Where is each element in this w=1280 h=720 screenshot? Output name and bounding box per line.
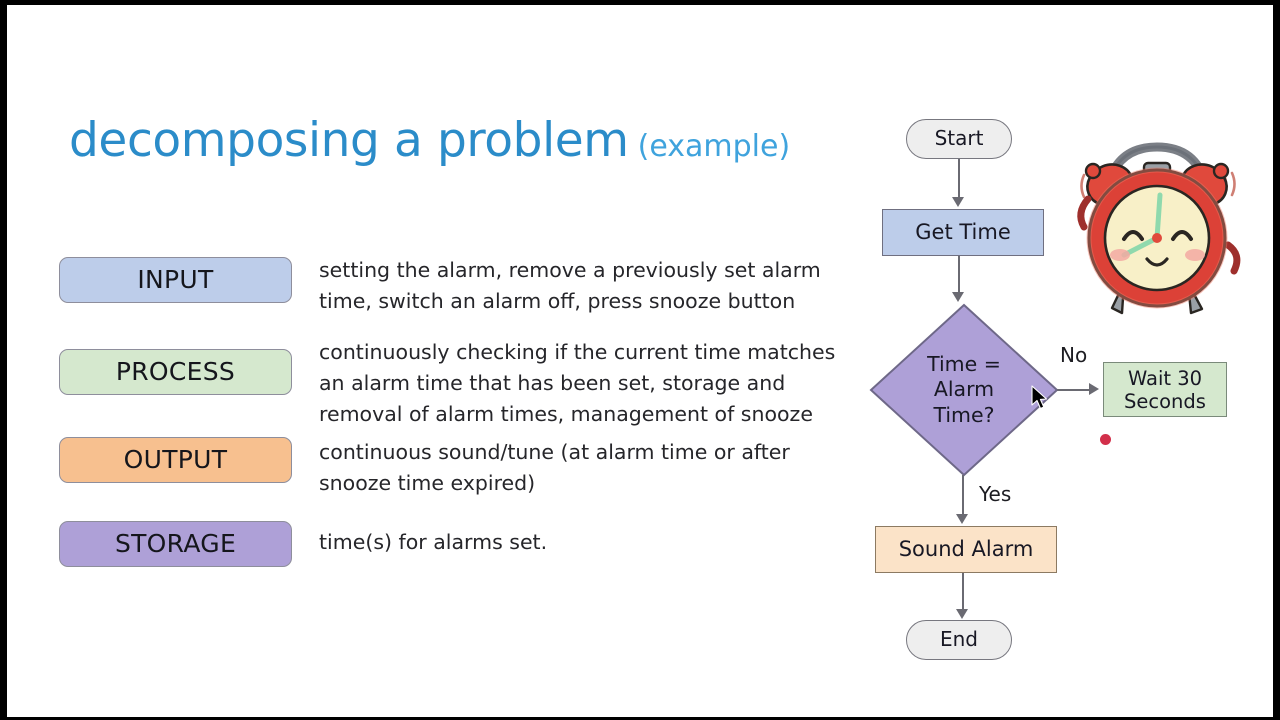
category-row-storage: STORAGE time(s) for alarms set.: [59, 521, 547, 567]
connector-soundalarm-to-end: [962, 573, 964, 611]
arrowhead-gettime-to-decision: [952, 292, 964, 302]
arrowhead-decision-to-wait: [1089, 383, 1099, 395]
category-chip-process[interactable]: PROCESS: [59, 349, 292, 395]
category-chip-input[interactable]: INPUT: [59, 257, 292, 303]
click-indicator-dot: [1100, 434, 1111, 445]
category-row-output: OUTPUT continuous sound/tune (at alarm t…: [59, 437, 790, 495]
arrowhead-decision-to-soundalarm: [956, 514, 968, 524]
category-chip-storage[interactable]: STORAGE: [59, 521, 292, 567]
category-chip-output[interactable]: OUTPUT: [59, 437, 292, 483]
connector-gettime-to-decision: [958, 256, 960, 294]
category-description-storage: time(s) for alarms set.: [319, 530, 548, 554]
category-description-process: continuously checking if the current tim…: [319, 340, 836, 426]
connector-decision-to-wait: [1057, 389, 1093, 391]
edge-label-no: No: [1060, 343, 1088, 367]
arrowhead-soundalarm-to-end: [956, 609, 968, 619]
arrowhead-start-to-gettime: [952, 197, 964, 207]
arrow-cursor: [1031, 385, 1048, 410]
flow-node-sound-alarm[interactable]: Sound Alarm: [875, 526, 1057, 573]
edge-label-yes: Yes: [979, 482, 1012, 506]
category-row-input: INPUT setting the alarm, remove a previo…: [59, 257, 821, 313]
title-main-text: decomposing a problem: [69, 113, 629, 168]
connector-decision-to-soundalarm: [962, 475, 964, 517]
category-description-output: continuous sound/tune (at alarm time or …: [319, 440, 790, 495]
flow-node-start[interactable]: Start: [906, 119, 1012, 159]
flow-node-end[interactable]: End: [906, 620, 1012, 660]
category-description-input: setting the alarm, remove a previously s…: [319, 258, 821, 313]
alarm-clock-icon: [1077, 142, 1241, 315]
connector-start-to-gettime: [958, 159, 960, 199]
flow-node-wait-30-seconds[interactable]: Wait 30 Seconds: [1103, 362, 1227, 417]
category-row-process: PROCESS continuously checking if the cur…: [59, 340, 835, 426]
flow-node-get-time[interactable]: Get Time: [882, 209, 1044, 256]
slide-canvas: decomposing a problem (example) INPUT se…: [7, 5, 1273, 717]
page-title: decomposing a problem (example): [69, 117, 790, 164]
title-sub-text: (example): [637, 129, 791, 164]
